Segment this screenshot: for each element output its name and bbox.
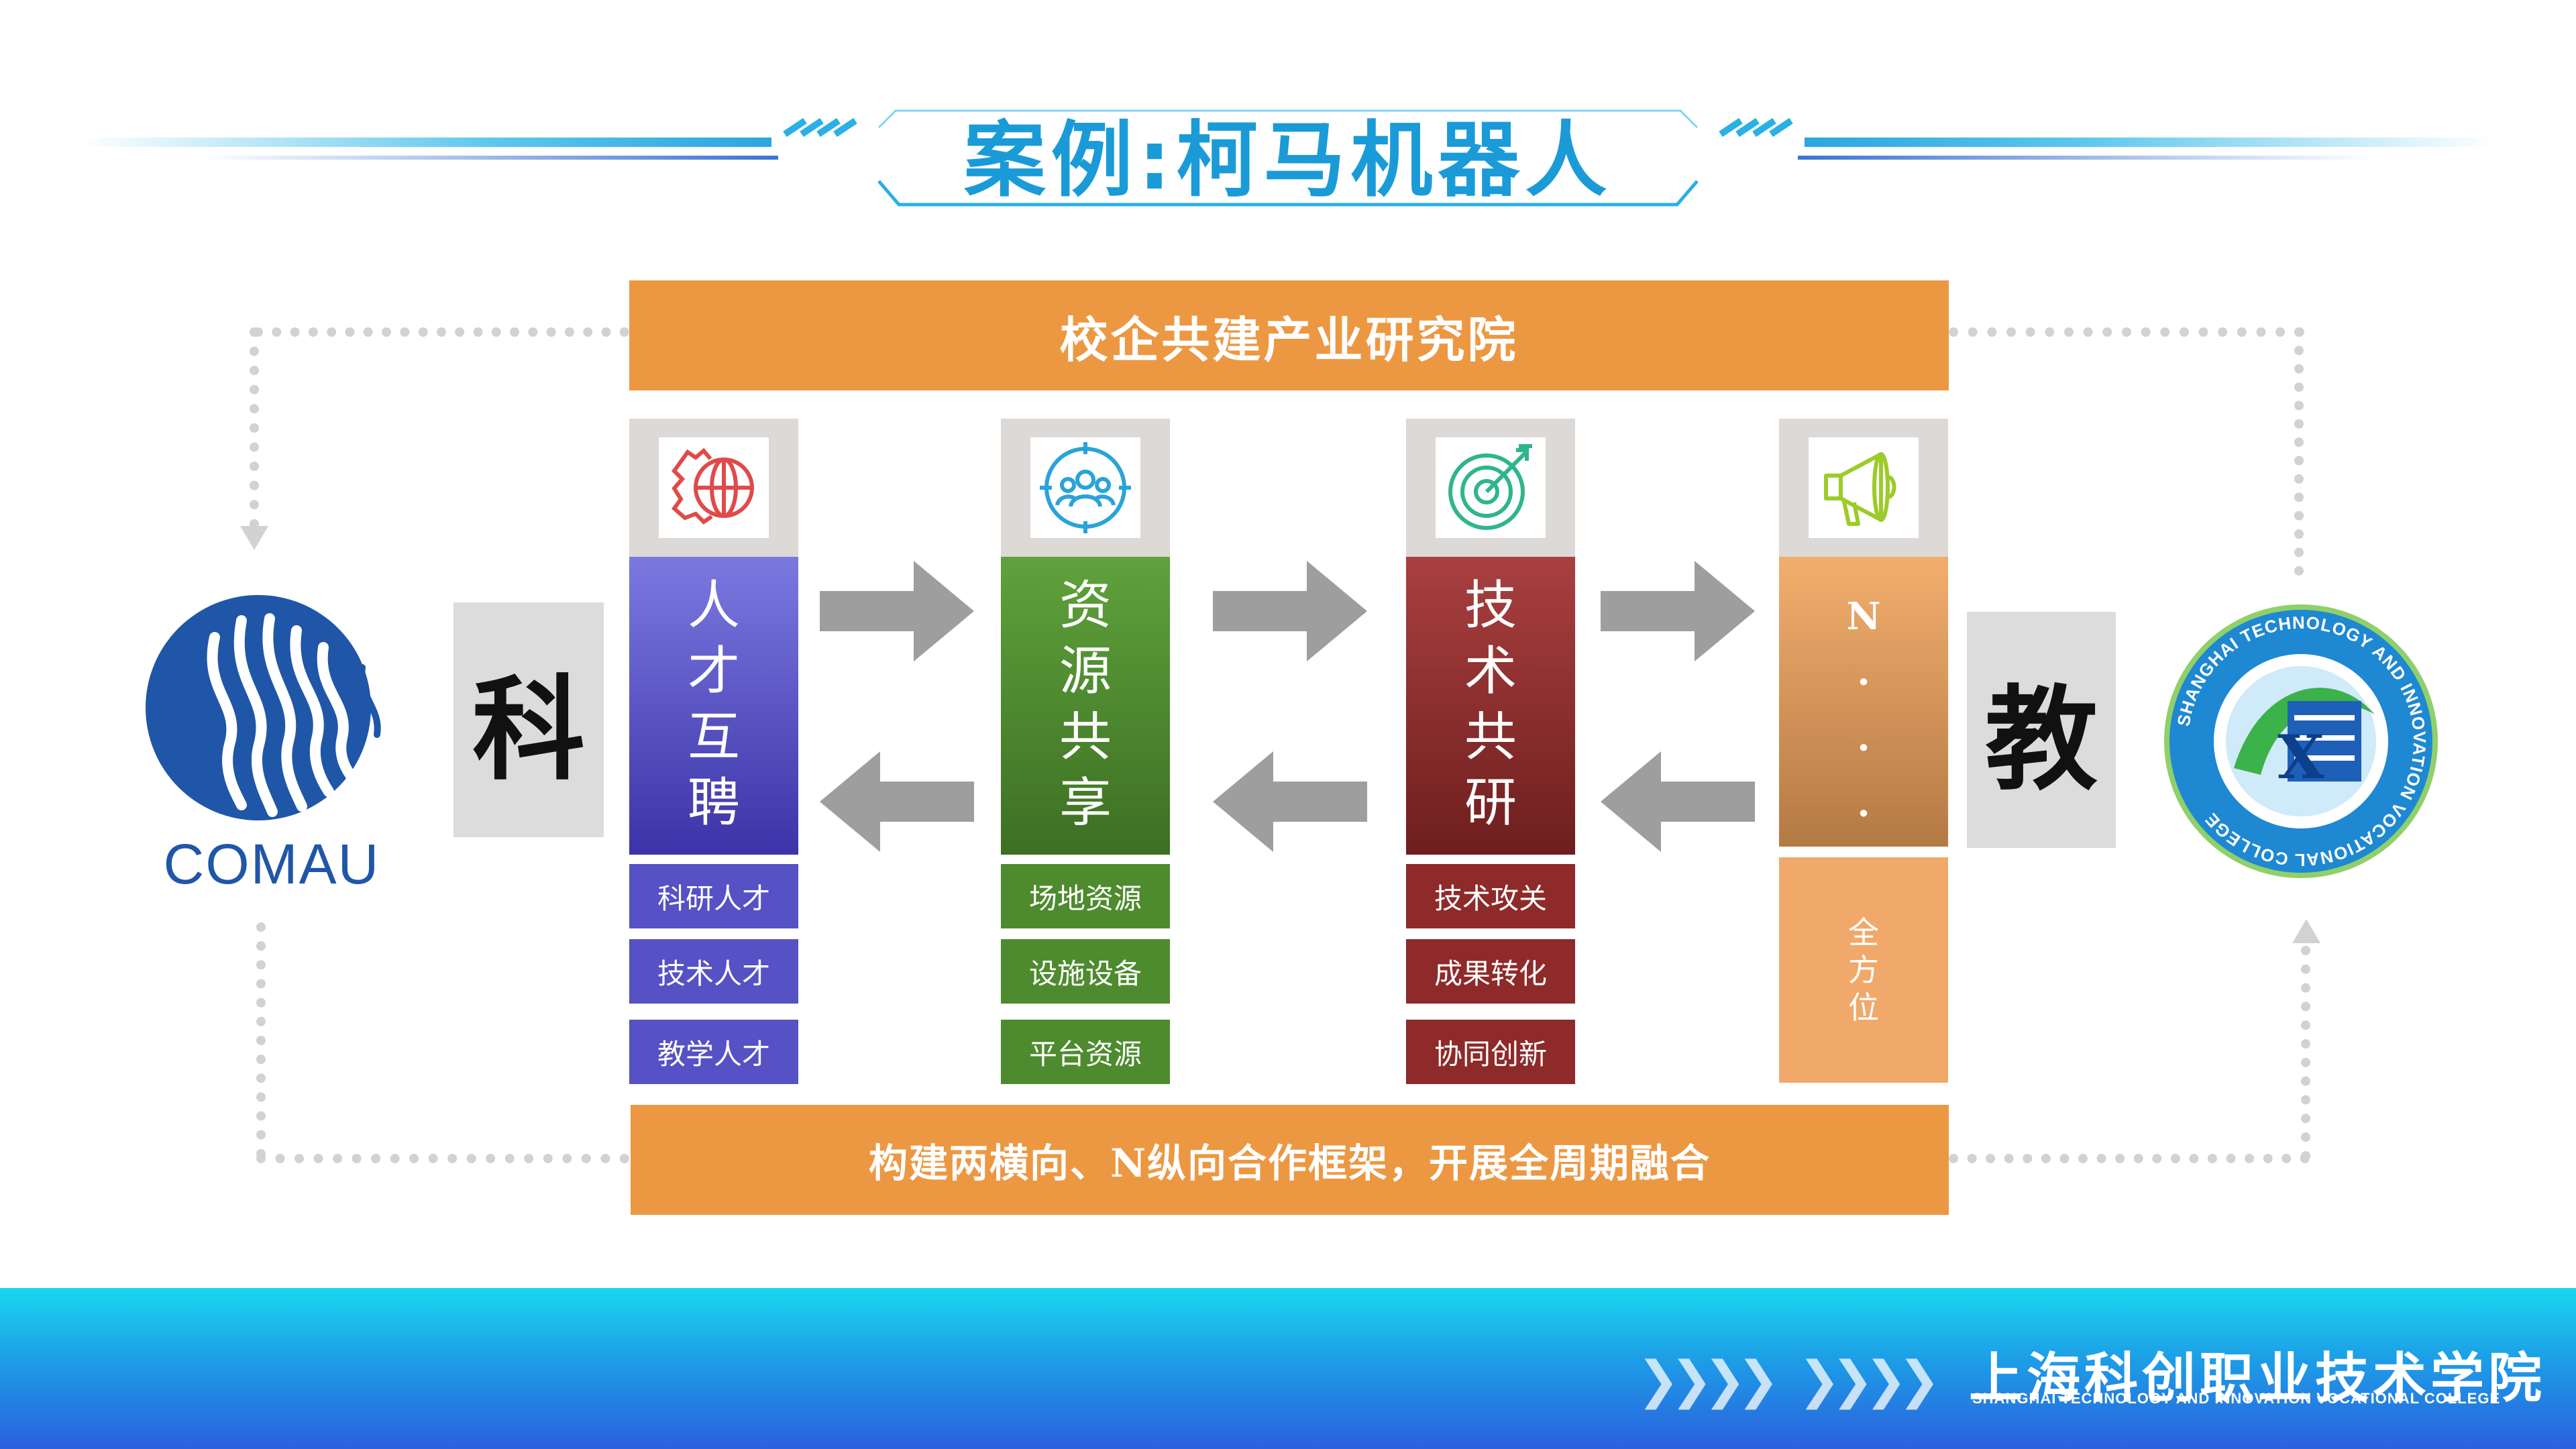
title-decoration-right: [1805, 138, 2496, 147]
college-seal-icon: SHANGHAI TECHNOLOGY AND INNOVATION VOCAT…: [2164, 604, 2438, 878]
column2-char-2: 源: [1059, 641, 1112, 702]
title-bracket: [783, 109, 1793, 207]
column4-tag-char-1: 全: [1848, 914, 1879, 951]
page-title: 案例:柯马机器人: [963, 113, 1613, 208]
column3-icon-frame: [1436, 437, 1546, 538]
comau-logo-text: COMAU: [163, 833, 380, 896]
footer-band: [0, 1288, 2576, 1449]
column3-char-3: 共: [1464, 707, 1517, 767]
connector-top-left: [254, 327, 629, 337]
column1-char-3: 互: [687, 707, 740, 767]
arrow-right-icon: [1601, 561, 1755, 661]
column3-main: 技 术 共 研: [1406, 557, 1575, 855]
column3-item-2: 成果转化: [1406, 939, 1575, 1004]
column2-icon-tile: [1001, 419, 1170, 557]
column4-char-3: ·: [1857, 726, 1870, 770]
column1-char-1: 人: [687, 576, 740, 636]
column4-char-4: ·: [1857, 792, 1870, 836]
chevron-icon: ❯❯❯❯: [1637, 1350, 1780, 1409]
svg-text:X: X: [2277, 722, 2324, 793]
megaphone-icon: [1824, 452, 1896, 526]
chevron-icon: ❯❯❯❯: [1798, 1350, 1941, 1409]
footer-college-name: 上海科创职业技术学院: [1969, 1346, 2546, 1409]
column3-icon-tile: [1406, 419, 1575, 557]
connector-bottom-right: [1949, 1154, 2310, 1163]
column1-item-3: 教学人才: [629, 1020, 798, 1084]
arrow-right-icon: [1213, 561, 1367, 661]
column4-icon-frame: [1809, 437, 1919, 538]
connector-top-right: [1949, 327, 2304, 337]
connector-bottom-left: [256, 1154, 629, 1163]
column4-main: N · · ·: [1779, 557, 1948, 847]
column2-char-3: 共: [1059, 707, 1112, 767]
side-label-ke: 科: [453, 602, 604, 837]
arrow-up-icon: [2292, 919, 2320, 943]
comau-logo-icon: [146, 595, 381, 820]
column3-item-3: 协同创新: [1406, 1020, 1575, 1084]
column2-item-1: 场地资源: [1001, 864, 1170, 928]
column3-item-1: 技术攻关: [1406, 864, 1575, 928]
column2-icon-frame: [1030, 437, 1140, 538]
column3-char-4: 研: [1464, 773, 1517, 833]
arrow-left-icon: [1213, 751, 1367, 852]
column4-char-2: ·: [1857, 660, 1870, 704]
arrow-left-icon: [1601, 751, 1755, 852]
arrow-left-icon: [820, 751, 974, 852]
top-banner-text: 校企共建产业研究院: [1059, 311, 1519, 368]
column1-char-2: 才: [687, 641, 740, 702]
top-banner: 校企共建产业研究院: [629, 280, 1949, 390]
column4-char-1: N: [1846, 594, 1881, 639]
column2-char-1: 资: [1059, 576, 1112, 636]
title-decoration-right-thin: [1798, 156, 2375, 160]
connector-right-up: [2301, 946, 2310, 1161]
column4-tag-char-2: 方: [1848, 952, 1879, 988]
bottom-banner: 构建两横向、N纵向合作框架，开展全周期融合: [631, 1105, 1949, 1215]
connector-left-up: [256, 922, 266, 1159]
column2-char-4: 享: [1059, 773, 1112, 833]
connector-left-down: [250, 327, 259, 529]
column1-item-2: 技术人才: [629, 939, 798, 1004]
column4-icon-tile: [1779, 419, 1948, 557]
target-people-icon: [1040, 442, 1131, 533]
connector-right-down: [2294, 327, 2304, 576]
gear-globe-icon: [671, 447, 754, 525]
title-decoration-left-thin: [201, 156, 778, 160]
side-label-jiao: 教: [1967, 612, 2116, 848]
column1-icon-frame: [659, 437, 769, 538]
footer-college-name-en: SHANGHAI TECHNOLOGY AND INNOVATION VOCAT…: [1972, 1390, 2501, 1407]
column2-main: 资 源 共 享: [1001, 557, 1170, 855]
arrow-right-icon: [820, 561, 974, 661]
column2-item-2: 设施设备: [1001, 939, 1170, 1004]
column2-item-3: 平台资源: [1001, 1020, 1170, 1084]
column1-char-4: 聘: [687, 773, 740, 833]
column3-char-1: 技: [1464, 576, 1517, 636]
title-decoration-left: [80, 138, 771, 147]
target-arrow-icon: [1448, 444, 1532, 530]
column4-tag: 全 方 位: [1779, 857, 1948, 1083]
column1-item-1: 科研人才: [629, 864, 798, 928]
bottom-banner-text: 构建两横向、N纵向合作框架，开展全周期融合: [868, 1140, 1711, 1186]
arrow-down-icon: [240, 526, 268, 550]
column3-char-2: 术: [1464, 641, 1517, 702]
column1-icon-tile: [629, 419, 798, 557]
column1-main: 人 才 互 聘: [629, 557, 798, 855]
column4-tag-char-3: 位: [1848, 989, 1879, 1026]
